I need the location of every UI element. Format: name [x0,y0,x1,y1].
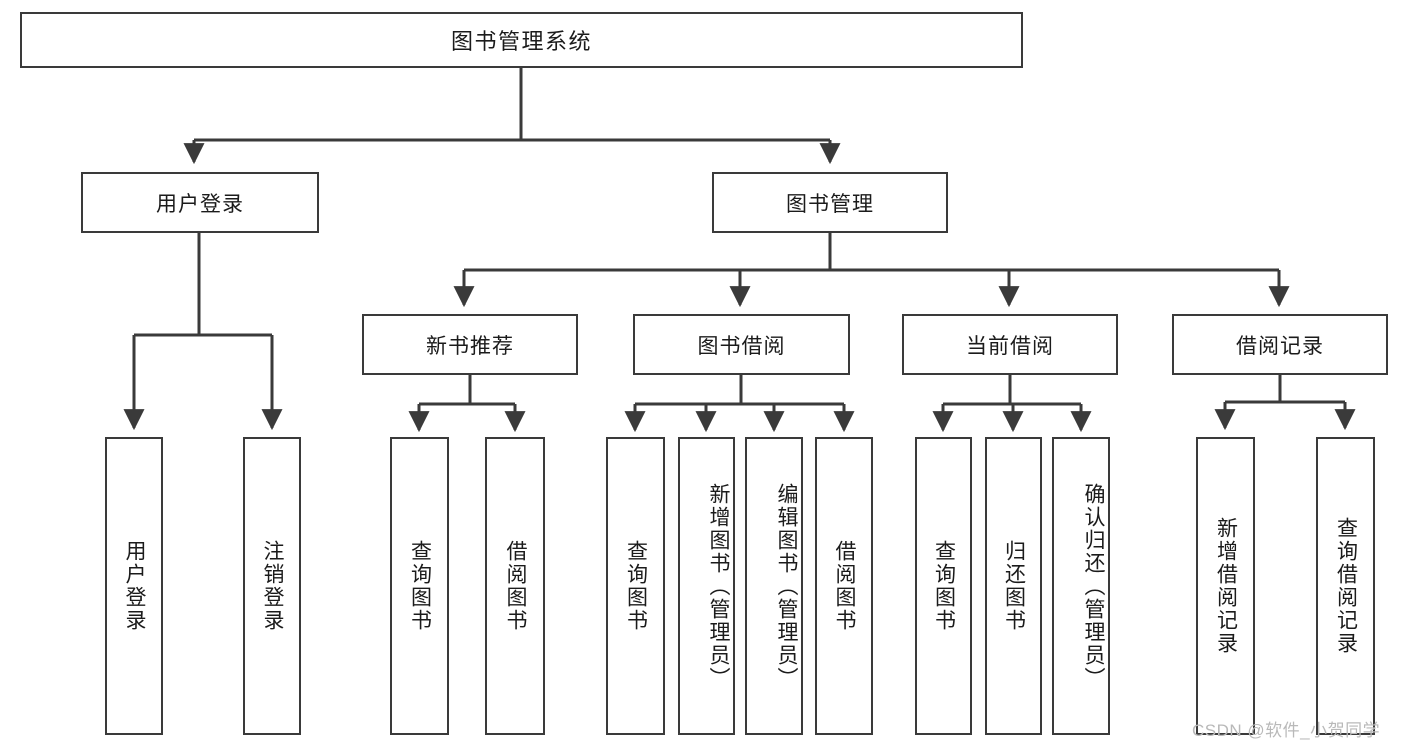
node-leaf-borrow-book[interactable]: 借阅图书 [815,437,873,735]
node-current-borrow[interactable]: 当前借阅 [902,314,1118,375]
node-leaf-query-borrow-record[interactable]: 查询借阅记录 [1316,437,1375,735]
node-leaf-query-book-recommend[interactable]: 查询图书 [390,437,449,735]
node-leaf-add-book-admin[interactable]: 新增图书（管理员） [678,437,735,735]
node-root-system[interactable]: 图书管理系统 [20,12,1023,68]
node-leaf-confirm-return-admin[interactable]: 确认归还（管理员） [1052,437,1110,735]
node-borrow-record[interactable]: 借阅记录 [1172,314,1388,375]
node-leaf-query-book-borrow[interactable]: 查询图书 [606,437,665,735]
node-leaf-add-borrow-record[interactable]: 新增借阅记录 [1196,437,1255,735]
node-book-borrow[interactable]: 图书借阅 [633,314,850,375]
node-leaf-query-book-current[interactable]: 查询图书 [915,437,972,735]
node-user-login[interactable]: 用户登录 [81,172,319,233]
node-leaf-borrow-book-recommend[interactable]: 借阅图书 [485,437,545,735]
node-leaf-user-login[interactable]: 用户登录 [105,437,163,735]
node-leaf-edit-book-admin[interactable]: 编辑图书（管理员） [745,437,803,735]
node-leaf-logout[interactable]: 注销登录 [243,437,301,735]
node-leaf-return-book[interactable]: 归还图书 [985,437,1042,735]
node-book-management[interactable]: 图书管理 [712,172,948,233]
node-new-book-recommend[interactable]: 新书推荐 [362,314,578,375]
csdn-watermark: CSDN @软件_小贺同学 [1192,721,1381,740]
